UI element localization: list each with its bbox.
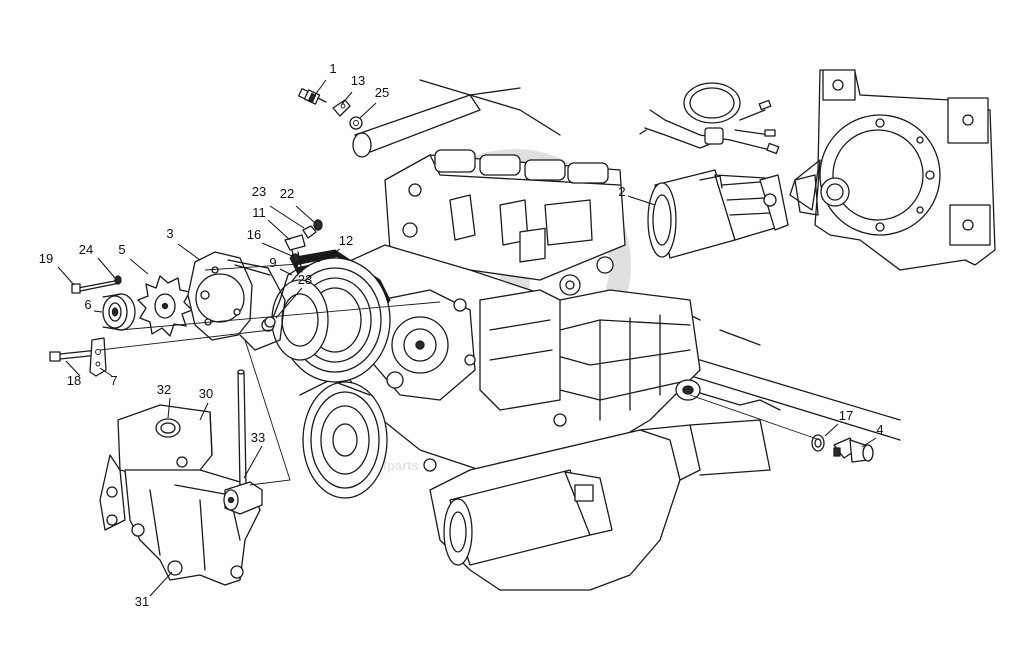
callout-c18: 18 [67,373,81,388]
callout-c23b: 23 [298,272,312,287]
callout-c4: 4 [876,422,883,437]
callout-c6: 6 [84,297,91,312]
callout-c17: 17 [839,408,853,423]
callout-c23a: 23 [252,184,266,199]
sensor-4 [811,434,874,463]
fan-5 [137,275,193,337]
engine-block [329,149,701,472]
callout-c25: 25 [375,85,389,100]
bolt-19 [71,279,121,294]
callout-c33: 33 [251,430,265,445]
crankshaft-pulley [299,379,388,499]
callout-c24: 24 [79,242,93,257]
filter-canister [443,469,613,566]
leader-lines [57,79,877,597]
bracket-7 [89,337,107,377]
callout-c16: 16 [247,227,261,242]
callout-c7: 7 [110,373,117,388]
callout-c30: 30 [199,386,213,401]
callout-labels: 1 13 25 2 23 22 11 16 12 3 24 5 19 9 23 6 18 7 32 30 33 17 4 31 [39,61,884,609]
callout-c22: 22 [280,186,294,201]
callout-c1: 1 [329,61,336,76]
generator-cover-3 [187,251,286,351]
wiring-harness [639,82,780,155]
callout-c9: 9 [269,255,276,270]
callout-c32: 32 [157,382,171,397]
flywheel-housing [789,69,996,271]
callout-c19: 19 [39,251,53,266]
washer-25 [349,116,363,130]
mounting-bracket-assembly [99,369,263,586]
callout-c2: 2 [618,184,625,199]
starter-motor-2 [647,169,789,259]
sensor-assembly-top [298,87,521,158]
washer-24 [114,275,122,285]
callout-c11: 11 [252,205,266,220]
sensor-1 [298,88,327,105]
callout-c5: 5 [118,242,125,257]
plug-fitting [675,379,701,401]
pulley-6 [102,293,136,331]
callout-c3: 3 [166,226,173,241]
callout-c31: 31 [135,594,149,609]
callout-c13: 13 [351,73,365,88]
bracket-13 [332,99,351,117]
generator-pulley-large [261,257,391,383]
callout-c12: 12 [339,233,353,248]
